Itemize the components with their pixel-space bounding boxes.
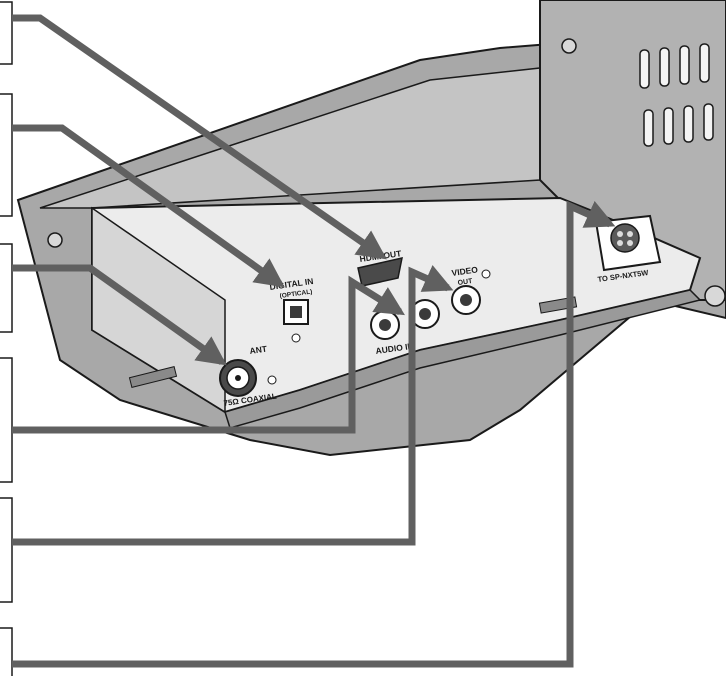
callout-box-5 bbox=[0, 497, 13, 603]
callout-box-3 bbox=[0, 243, 13, 333]
callout-box-6 bbox=[0, 627, 13, 676]
arrow-optical bbox=[12, 124, 285, 288]
speaker-connector bbox=[594, 214, 662, 272]
arrow-speaker bbox=[12, 200, 616, 668]
vent-slots bbox=[639, 43, 714, 147]
leader-arrows bbox=[12, 14, 616, 668]
video-out-label: OUT bbox=[457, 278, 473, 287]
device-rear: HDMI OUT DIGITAL IN (OPTICAL) VIDEO OUT … bbox=[16, 0, 726, 457]
antenna-jack bbox=[219, 359, 277, 397]
bottom-lip bbox=[224, 289, 702, 429]
video-label: VIDEO bbox=[451, 264, 479, 278]
optical-port bbox=[283, 299, 309, 343]
callout-box-4 bbox=[0, 357, 13, 483]
audio-in-jacks bbox=[370, 299, 440, 340]
arrow-video-out bbox=[12, 265, 454, 546]
callout-boxes bbox=[0, 1, 13, 676]
screw-icons bbox=[47, 38, 726, 307]
video-out-jack bbox=[451, 269, 491, 315]
arrow-audio-in bbox=[12, 275, 405, 434]
callout-box-2 bbox=[0, 93, 13, 217]
hdmi-port bbox=[357, 257, 403, 287]
ant-label: ANT bbox=[249, 344, 268, 356]
callout-box-1 bbox=[0, 1, 13, 65]
arrow-hdmi bbox=[12, 14, 387, 260]
optical-label: (OPTICAL) bbox=[279, 288, 313, 300]
arrow-antenna bbox=[12, 264, 227, 366]
